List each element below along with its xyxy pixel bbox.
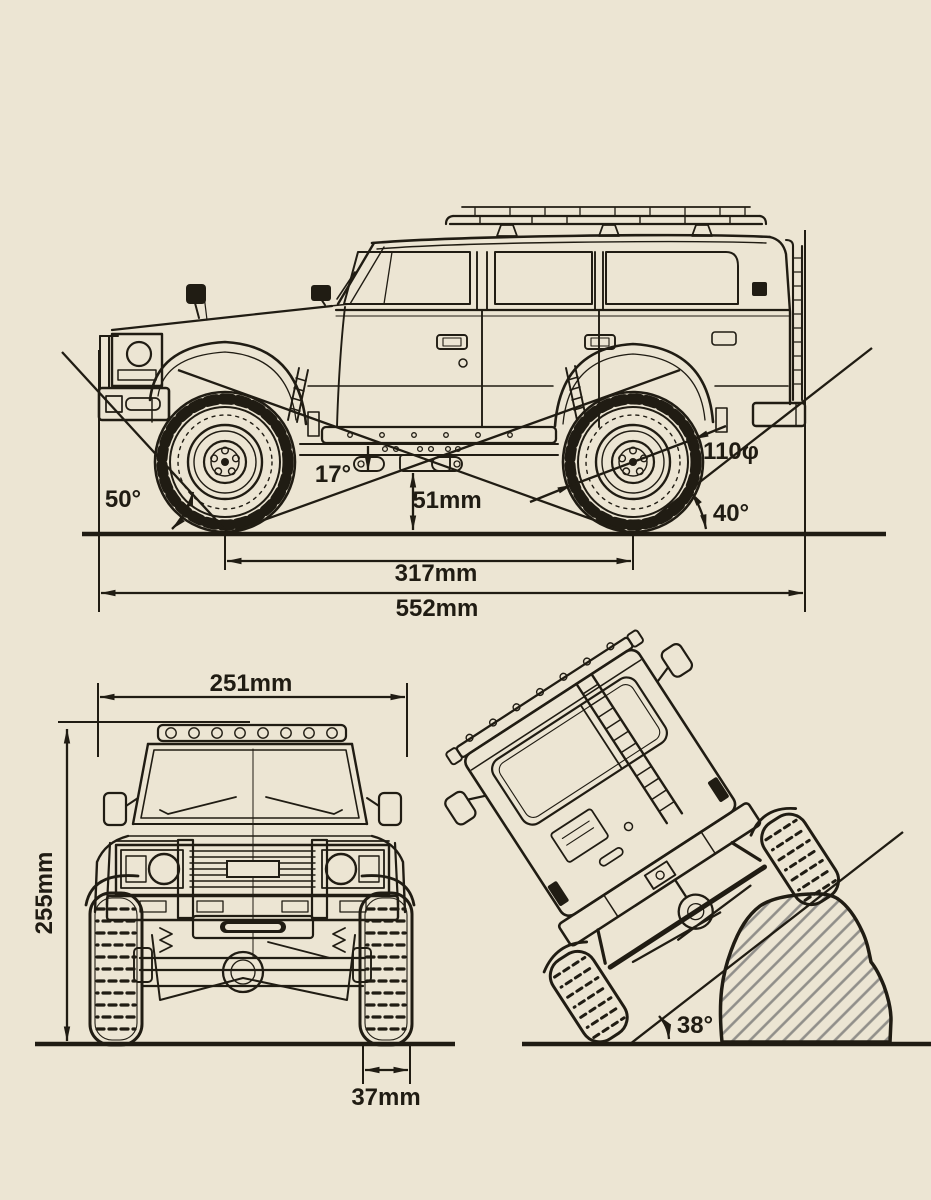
slope-line xyxy=(629,831,904,1045)
front-view: 251mm 255mm 37mm xyxy=(31,670,455,1111)
front-left-tire xyxy=(88,891,144,1047)
chassis xyxy=(287,365,587,472)
climb-vehicle-drawing xyxy=(444,629,848,1051)
antenna xyxy=(202,286,208,321)
tire-width-label: 37mm xyxy=(351,1084,420,1111)
right-mirror xyxy=(377,791,403,827)
ground-clearance-label: 51mm xyxy=(412,487,481,514)
wiper xyxy=(336,271,356,300)
climb-angle-label: 38° xyxy=(677,1012,713,1039)
dim-approach-angle: 50° xyxy=(61,351,231,536)
winch xyxy=(191,914,315,940)
approach-angle-label: 50° xyxy=(105,486,141,513)
dim-overall-width: 251mm xyxy=(97,670,408,757)
dim-overall-length: 552mm xyxy=(98,230,806,622)
wheelbase-label: 317mm xyxy=(395,560,478,587)
side-view: 50° 40° 17° 51mm 110φ 317mm xyxy=(61,206,886,622)
roof-rack xyxy=(444,206,768,237)
right-wiper xyxy=(265,796,343,815)
overall-length-label: 552mm xyxy=(396,595,479,622)
tailgate-ladder xyxy=(575,672,684,825)
dim-wheelbase: 317mm xyxy=(224,536,634,587)
fender-mirror xyxy=(186,284,206,304)
dim-departure-angle: 40° xyxy=(632,347,873,535)
rock-obstacle xyxy=(718,892,893,1044)
rear-axle xyxy=(596,841,767,970)
front-vehicle-drawing xyxy=(84,723,416,1047)
dim-tire-width: 37mm xyxy=(351,1046,421,1111)
left-wiper xyxy=(159,796,237,815)
dim-overall-height: 255mm xyxy=(31,721,250,1042)
door-mirror xyxy=(311,285,331,301)
climb-view: 38° xyxy=(444,629,931,1051)
tire-diameter-label: 110φ xyxy=(703,438,759,465)
left-mirror xyxy=(102,791,128,827)
dim-tire-diameter: 110φ xyxy=(529,424,759,504)
dim-breakover-angle: 17° xyxy=(177,368,681,536)
breakover-angle-label: 17° xyxy=(315,461,351,488)
light-bar xyxy=(156,723,348,743)
side-vehicle-drawing xyxy=(97,206,807,532)
front-wheel xyxy=(155,392,295,532)
dim-ground-clearance: 51mm xyxy=(409,472,482,531)
departure-angle-label: 40° xyxy=(713,500,749,527)
overall-height-label: 255mm xyxy=(31,852,58,935)
overall-width-label: 251mm xyxy=(210,670,293,697)
front-right-tire xyxy=(358,891,414,1047)
rear-ladder xyxy=(784,238,804,402)
dim-climb-angle: 38° xyxy=(658,1012,713,1040)
